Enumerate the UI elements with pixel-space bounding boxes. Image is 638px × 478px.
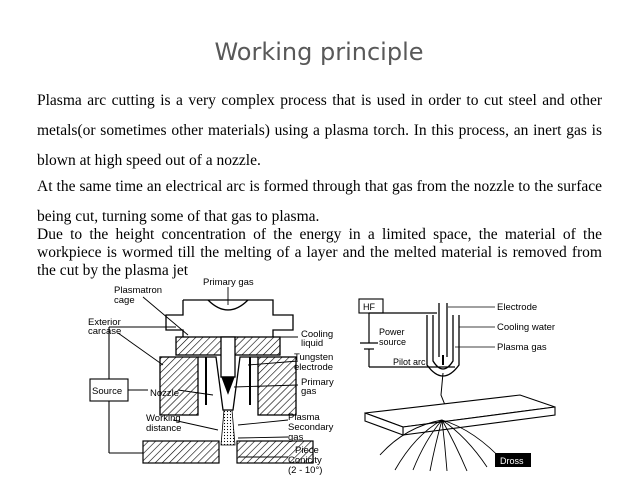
electric-circuit: [89, 326, 176, 454]
label-cooling-water: Cooling water: [497, 322, 555, 333]
torch-body: [159, 299, 297, 416]
label-power: Power: [379, 327, 405, 337]
workpiece-plate: [364, 394, 556, 436]
label-working: Working: [146, 413, 181, 424]
paragraph-intro: Plasma arc cutting is a very complex pro…: [37, 92, 602, 169]
label-conicity: Conicity: [288, 455, 322, 466]
label-plasma-gas: Plasma gas: [497, 342, 547, 353]
paragraph-arc: At the same time an electrical arc is fo…: [37, 178, 602, 225]
label-electrode: electrode: [294, 362, 333, 373]
dross-label-box: [495, 453, 531, 467]
label-plasmatron: Plasmatron: [114, 285, 162, 296]
slide-title: Working principle: [214, 38, 424, 66]
label-piece: Piece: [295, 445, 319, 456]
label-pilot-arc: Pilot arc: [393, 357, 426, 367]
label-carcase: carcase: [88, 326, 121, 337]
label-hf: HF: [363, 302, 375, 312]
label-source: Source: [92, 386, 122, 397]
plasmatron-diagram: Primary gas Plasmatron cage Exterior car…: [88, 277, 334, 475]
label-electrode-right: Electrode: [497, 302, 537, 313]
plasma-cutting-schematic: HF Power source Pilot arc Dross: [358, 298, 556, 472]
label-secondary-gas: gas: [288, 432, 304, 443]
label-nozzle: Nozzle: [150, 388, 179, 399]
schematic-leader-lines: [448, 306, 495, 348]
label-primary-gas-top: Primary gas: [203, 277, 254, 288]
label-cooling: Cooling: [301, 329, 333, 340]
label-distance: distance: [146, 423, 181, 434]
power-source: [360, 312, 455, 368]
dross-sparks: [379, 419, 506, 472]
label-tungsten: Tungsten: [294, 352, 333, 363]
leader-lines: [117, 287, 299, 458]
label-cage: cage: [114, 295, 135, 306]
workpiece: [142, 440, 314, 464]
label-gas: gas: [301, 386, 317, 397]
label-conicity-angle: (2 - 10°): [288, 465, 322, 475]
label-exterior: Exterior: [88, 317, 121, 328]
label-dross: Dross: [500, 456, 524, 466]
cutting-torch: [426, 303, 460, 377]
label-plasma: Plasma: [288, 412, 320, 423]
label-secondary: Secondary: [288, 422, 334, 433]
label-primary: Primary: [301, 377, 334, 388]
plasma-jet: [220, 409, 236, 446]
label-liquid: liquid: [301, 338, 323, 349]
paragraph-energy: Due to the height concentration of the e…: [37, 226, 602, 279]
label-power-source: source: [379, 337, 406, 347]
